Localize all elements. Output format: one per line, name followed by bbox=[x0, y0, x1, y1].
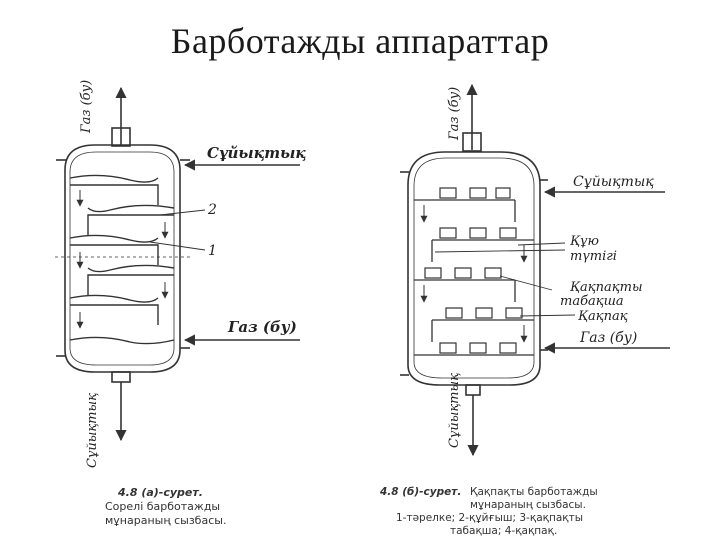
right-liquid-in-label: Сұйықтық bbox=[573, 174, 654, 190]
left-caption-line3: мұнараның сызбасы. bbox=[105, 514, 226, 527]
right-caption-line1-rest: Қақпақты барботажды bbox=[470, 486, 598, 498]
right-gas-top-label: Газ (бу) bbox=[447, 87, 462, 141]
left-trays bbox=[69, 174, 175, 345]
left-liquid-in-label: Сұйықтық bbox=[207, 144, 306, 162]
left-callout-2: 2 bbox=[207, 202, 217, 218]
left-callout-1: 1 bbox=[208, 243, 217, 259]
left-gas-top-label: Газ (бу) bbox=[79, 80, 94, 134]
slide-title: Барботажды аппараттар bbox=[170, 21, 550, 61]
right-gas-in-label: Газ (бу) bbox=[579, 330, 637, 346]
left-liquid-out-label: Сұйықтық bbox=[85, 393, 100, 468]
right-column bbox=[400, 83, 670, 457]
left-caption-line2: Сорелі барботажды bbox=[105, 500, 220, 513]
right-liquid-out-label: Сұйықтық bbox=[447, 373, 462, 448]
right-cap-label: Қақпақ bbox=[578, 309, 628, 324]
left-column bbox=[55, 86, 300, 442]
right-trays bbox=[414, 199, 534, 356]
right-downcomer-label-2: түтігі bbox=[570, 249, 617, 264]
right-caption-line1-bold: 4.8 (б)-сурет. bbox=[379, 486, 461, 498]
right-downcomer-label-1: Құю bbox=[570, 234, 599, 249]
right-tray-label-2: табақша bbox=[560, 294, 624, 309]
left-gas-in-label: Газ (бу) bbox=[227, 318, 297, 336]
right-caption-line3: 1-тәрелке; 2-құйғыш; 3-қақпақты bbox=[396, 512, 583, 524]
right-caption-line4: табақша; 4-қақпақ. bbox=[450, 525, 557, 537]
bubble-caps bbox=[424, 187, 523, 354]
right-tray-label-1: Қақпақты bbox=[570, 280, 643, 295]
right-caption-line2: мұнараның сызбасы. bbox=[470, 499, 586, 511]
left-caption-line1: 4.8 (а)-сурет. bbox=[117, 486, 203, 499]
